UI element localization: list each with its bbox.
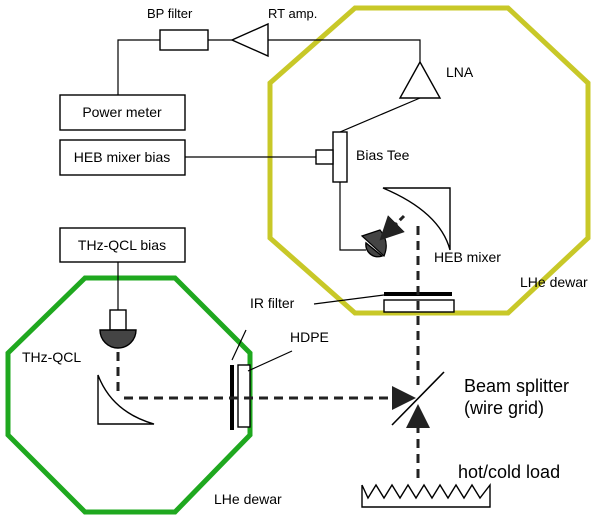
wire-lna-to-bias-tee <box>339 97 421 133</box>
thz-qcl-mirror <box>97 374 155 425</box>
heb-mixer-detector <box>365 241 384 258</box>
ir-filter-label: IR filter <box>250 295 295 311</box>
bp-filter-box <box>159 29 209 51</box>
lna-label: LNA <box>446 64 474 80</box>
wire-rt-amp-to-lna <box>268 39 421 62</box>
heb-mixer-bias-label: HEB mixer bias <box>74 149 170 165</box>
power-meter-box <box>59 94 186 131</box>
lhe-dewar-bottom-label: LHe dewar <box>214 491 282 507</box>
power-meter-label: Power meter <box>82 104 162 120</box>
lhe-dewar-top-label: LHe dewar <box>520 274 588 290</box>
bias-tee-body <box>332 131 348 183</box>
qcl-ir-filter-leader <box>231 329 247 361</box>
lna-symbol <box>398 60 442 99</box>
bias-tee-label: Bias Tee <box>356 147 410 163</box>
qcl-dewar-outline <box>5 275 253 515</box>
qcl-hdpe-window <box>237 364 251 428</box>
rt-amp-label: RT amp. <box>268 6 317 21</box>
thz-qcl-emitter <box>99 329 137 349</box>
beam-splitter-label: Beam splitter <box>464 376 569 396</box>
bp-filter-label: BP filter <box>147 6 193 21</box>
beam-splitter-grid <box>391 371 445 426</box>
thz-qcl-label: THz-QCL <box>22 349 81 365</box>
hot-cold-load-label: hot/cold load <box>458 462 560 482</box>
thz-qcl-bias-label: THz-QCL bias <box>78 237 166 253</box>
heb-mixer-bias-box <box>59 139 186 176</box>
wire-bp-to-power-meter <box>117 39 160 95</box>
ir-filter-leader <box>313 294 385 305</box>
wire-grid-label: (wire grid) <box>464 398 544 418</box>
hdpe-label: HDPE <box>290 329 329 345</box>
hdpe-leader <box>247 350 293 372</box>
heb-mixer-label: HEB mixer <box>434 249 501 265</box>
wire-tee-to-mixer <box>339 182 366 251</box>
thz-qcl-bias-box <box>59 227 186 263</box>
thz-qcl-stem <box>109 309 127 331</box>
rt-amp-symbol <box>230 22 269 58</box>
hot-cold-load-absorber <box>361 482 491 508</box>
heb-mixer-mirror <box>382 187 451 251</box>
heb-dewar-outline <box>267 5 591 316</box>
heb-mixer-focus-arrow <box>379 214 406 241</box>
bias-tee-stub <box>315 149 334 165</box>
